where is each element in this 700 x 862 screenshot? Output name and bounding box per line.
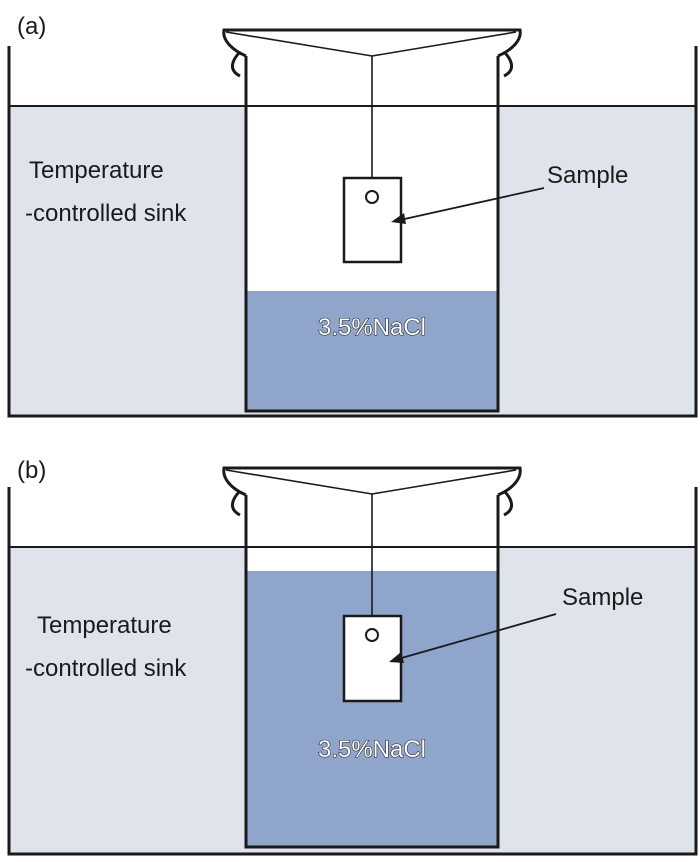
beaker-lip-left-b (231, 489, 242, 517)
sink-walls-b (7, 487, 698, 856)
beaker-rim-a (222, 28, 522, 58)
panel-label-b: (b) (17, 457, 46, 484)
sink-label-line2-a: -controlled sink (25, 200, 187, 227)
suspension-string-a (225, 31, 517, 57)
beaker-lip-right-a (502, 50, 513, 78)
beaker-lip-left-a (231, 50, 242, 78)
panel-a: (a) Temperature -controlled sink Sample … (7, 13, 698, 418)
panel-label-a: (a) (17, 13, 46, 40)
solution-label-b: 3.5%NaCl (318, 736, 426, 763)
sample-label-b: Sample (562, 584, 643, 611)
suspension-string-b (225, 469, 517, 495)
panel-b: (b) Temperature -controlled sink Sample … (7, 457, 698, 856)
sample-pointer-arrowhead-a (391, 213, 406, 224)
solution-a (246, 291, 498, 411)
sink-walls-a (7, 46, 698, 418)
sample-pointer-line-a (399, 187, 545, 221)
sink-label-line2-b: -controlled sink (25, 655, 187, 682)
solution-label-a: 3.5%NaCl (318, 314, 426, 341)
beaker-rim-b (222, 466, 522, 497)
sink-label-line1-a: Temperature (29, 157, 164, 184)
sample-pointer-line-b (397, 613, 557, 660)
sample-pointer-arrowhead-b (389, 652, 404, 663)
beaker-b (244, 495, 500, 849)
beaker-a (244, 56, 500, 413)
sample-hole-a (365, 190, 379, 204)
sample-label-a: Sample (547, 162, 628, 189)
beaker-lip-right-b (502, 489, 513, 517)
sink-label-line1-b: Temperature (37, 612, 172, 639)
sample-hole-b (365, 628, 379, 642)
